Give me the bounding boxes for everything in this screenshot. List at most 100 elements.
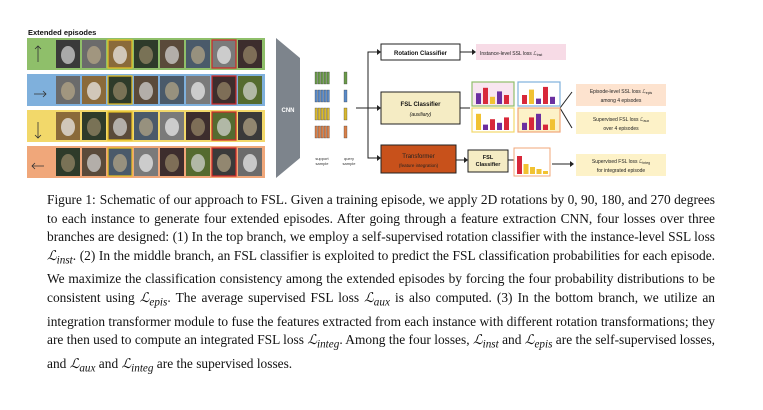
image-thumbnail bbox=[238, 76, 262, 104]
caption-text-7: are the self-supervised losses, and bbox=[47, 332, 716, 371]
prob-bar bbox=[476, 93, 481, 104]
prob-bar bbox=[476, 113, 481, 130]
prob-bar bbox=[536, 113, 541, 130]
caption-text-4: is also computed. (3) In the bottom bran… bbox=[47, 290, 716, 348]
prob-bar bbox=[497, 91, 502, 104]
image-thumbnail bbox=[211, 111, 237, 141]
episode-loss-label: Episode-level SSL loss ℒepis bbox=[590, 89, 653, 95]
image-thumbnail bbox=[186, 40, 210, 68]
l-aux-sub: aux bbox=[373, 296, 390, 309]
feature-stripe bbox=[320, 89, 324, 103]
image-thumbnail bbox=[186, 148, 210, 176]
transformer-box bbox=[380, 144, 457, 174]
prob-bar bbox=[543, 124, 548, 130]
caption-text-6: and bbox=[498, 332, 525, 348]
l-aux-2: ℒ bbox=[69, 355, 80, 371]
transformer-sublabel: (feature integration) bbox=[399, 163, 439, 168]
prob-bar bbox=[504, 95, 509, 104]
rotation-axis-icon bbox=[31, 45, 47, 170]
l-inst-sub: inst bbox=[56, 254, 73, 267]
l-epis-2: ℒ bbox=[524, 332, 535, 348]
feature-stripe bbox=[323, 125, 327, 139]
instance-loss-box bbox=[476, 44, 566, 60]
caption-text-3: . The average supervised FSL loss bbox=[167, 290, 365, 306]
image-thumbnail bbox=[82, 76, 106, 104]
arrowheads bbox=[377, 49, 574, 167]
episode-prob-charts bbox=[471, 81, 561, 133]
caption-label: Figure 1: bbox=[47, 192, 96, 207]
image-thumbnail bbox=[107, 147, 133, 177]
image-thumbnail bbox=[82, 112, 106, 140]
supervised-loss-sublabel: over 4 episodes bbox=[603, 126, 639, 132]
image-thumbnail bbox=[238, 40, 262, 68]
integrated-bar bbox=[543, 171, 548, 174]
feature-stripe bbox=[314, 89, 318, 103]
supervised-loss-box bbox=[576, 112, 666, 134]
prob-bar bbox=[550, 119, 555, 130]
l-inst-2: ℒ bbox=[472, 332, 483, 348]
integrated-bar bbox=[517, 156, 522, 174]
caption-text-2: . (2) In the middle branch, an FSL class… bbox=[47, 248, 715, 306]
image-thumbnail bbox=[134, 112, 158, 140]
prob-bar bbox=[483, 87, 488, 104]
feature-stripe bbox=[314, 71, 318, 85]
image-thumbnail bbox=[56, 76, 80, 104]
image-thumbnail bbox=[107, 39, 133, 69]
transformer-label: Transformer bbox=[402, 154, 434, 160]
query-feature bbox=[343, 71, 348, 85]
rotation-classifier-box bbox=[380, 43, 461, 61]
feature-stripe bbox=[326, 71, 330, 85]
integrated-prob-chart bbox=[513, 147, 551, 177]
image-thumbnail bbox=[134, 148, 158, 176]
feature-stripe bbox=[317, 71, 321, 85]
fsl-classifier-box bbox=[380, 91, 461, 125]
image-thumbnail bbox=[160, 76, 184, 104]
image-thumbnail bbox=[160, 40, 184, 68]
l-integ: ℒ bbox=[307, 332, 317, 348]
l-inst-2-sub: inst bbox=[482, 338, 499, 351]
cnn-block bbox=[276, 38, 300, 178]
image-thumbnail bbox=[238, 148, 262, 176]
image-thumbnail bbox=[211, 147, 237, 177]
episode-loss-box bbox=[576, 84, 666, 106]
l-inst: ℒ bbox=[47, 248, 57, 264]
integrated-bar bbox=[536, 169, 542, 174]
feature-stripe bbox=[326, 107, 330, 121]
image-thumbnail bbox=[211, 39, 237, 69]
integrated-bar bbox=[530, 167, 535, 174]
caption-text-8: and bbox=[95, 355, 122, 371]
l-integ-2: ℒ bbox=[121, 355, 132, 371]
feature-stripe bbox=[323, 107, 327, 121]
image-thumbnail bbox=[134, 40, 158, 68]
query-feature bbox=[343, 89, 348, 103]
image-thumbnail bbox=[107, 75, 133, 105]
feature-stripe bbox=[326, 89, 330, 103]
image-thumbnail bbox=[211, 75, 237, 105]
prob-bar bbox=[483, 124, 488, 130]
fsl-classifier-label: FSL Classifier bbox=[401, 102, 442, 108]
prob-bar bbox=[490, 119, 495, 130]
caption-text-9: are the supervised losses. bbox=[153, 355, 293, 371]
instance-loss-label: Instance-level SSL loss ℒinst bbox=[480, 51, 542, 57]
prob-bar bbox=[490, 96, 495, 104]
prob-bar bbox=[522, 122, 527, 130]
l-aux-2-sub: aux bbox=[79, 362, 96, 375]
image-thumbnail bbox=[82, 148, 106, 176]
l-epis-2-sub: epis bbox=[534, 338, 553, 351]
l-epis-sub: epis bbox=[149, 296, 168, 309]
image-thumbnail bbox=[134, 76, 158, 104]
image-thumbnail bbox=[56, 112, 80, 140]
feature-stripe bbox=[314, 125, 318, 139]
integrated-bar bbox=[523, 164, 529, 174]
figure-title: Extended episodes bbox=[28, 28, 96, 37]
caption-text-1: Schematic of our approach to FSL. Given … bbox=[47, 192, 716, 245]
prob-bar bbox=[529, 117, 534, 130]
prob-bar bbox=[550, 96, 555, 104]
l-integ-sub: integ bbox=[317, 338, 340, 351]
image-thumbnail bbox=[82, 40, 106, 68]
feature-stripe bbox=[320, 125, 324, 139]
image-thumbnail bbox=[160, 112, 184, 140]
